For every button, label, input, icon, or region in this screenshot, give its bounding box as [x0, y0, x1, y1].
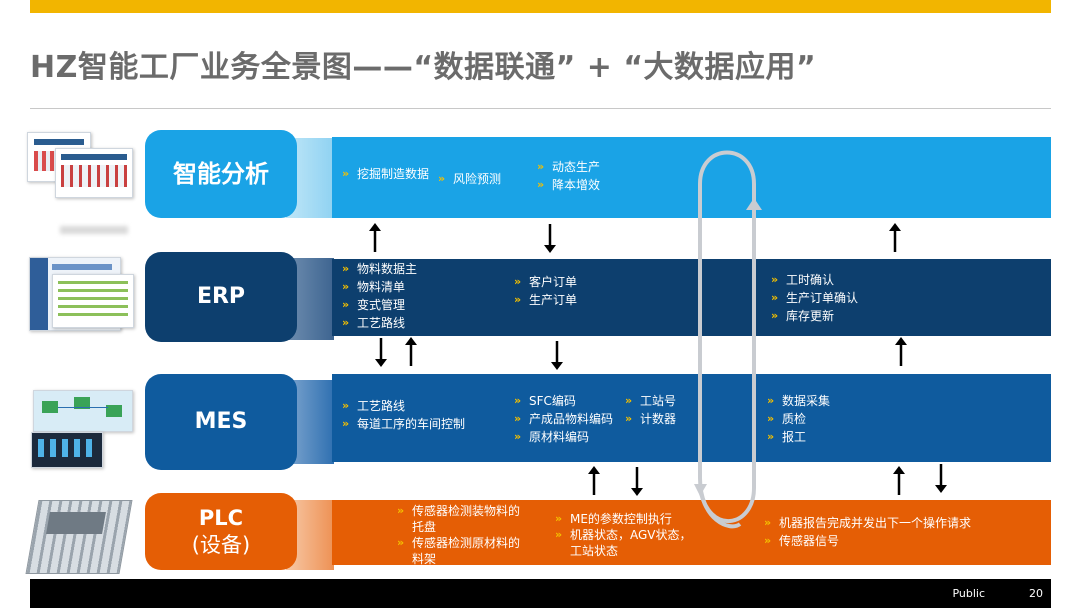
list-item: »工站号 [625, 394, 677, 408]
erp-group-2: »客户订单 »生产订单 [514, 273, 577, 309]
plc-label: PLC (设备) [145, 493, 297, 570]
arrow-up-icon [369, 223, 381, 252]
list-item: »库存更新 [771, 309, 835, 323]
list-item: »原材料编码 [514, 430, 590, 444]
list-item: »每道工序的车间控制 [342, 417, 466, 431]
mes-label: MES [145, 374, 297, 470]
list-item: »质检 [767, 412, 807, 426]
mes-group-1: »工艺路线 »每道工序的车间控制 [342, 397, 465, 433]
mes-group-4: »数据采集 »质检 »报工 [767, 392, 830, 446]
list-item: »报工 [767, 430, 807, 444]
classification-label: Public [952, 587, 985, 600]
erp-group-1: »物料数据主 »物料清单 »变式管理 »工艺路线 [342, 260, 417, 332]
list-item: »ME的参数控制执行 [555, 512, 672, 526]
arrow-up-icon [588, 466, 600, 495]
page-title: HZ智能工厂业务全景图——“数据联通” + “大数据应用” [30, 50, 817, 85]
list-item: »传感器信号 [764, 534, 840, 548]
list-item: »计数器 [625, 412, 677, 426]
list-item: »生产订单 [514, 293, 578, 307]
analysis-group-2: »风险预测 [438, 170, 501, 188]
analysis-band [332, 137, 1051, 218]
arrow-up-icon [893, 466, 905, 495]
mes-group-2: »SFC编码 »产成品物料编码 »原材料编码 [514, 392, 613, 446]
arrow-up-icon [889, 223, 901, 252]
page-number: 20 [1029, 587, 1043, 600]
list-item: »SFC编码 [514, 394, 576, 408]
footer-bar: Public 20 [30, 579, 1051, 608]
title-divider [30, 108, 1051, 109]
erp-label: ERP [145, 252, 297, 342]
arrow-up-icon [895, 337, 907, 366]
list-item: »降本增效 [537, 178, 601, 192]
plc-band [332, 500, 1051, 565]
list-item: »风险预测 [438, 172, 502, 186]
analysis-group-3: »动态生产 »降本增效 [537, 158, 600, 194]
top-accent-bar [30, 0, 1051, 13]
list-item: »生产订单确认 [771, 291, 859, 305]
analysis-group-1: »挖掘制造数据 [342, 165, 429, 183]
mes-band [332, 374, 1051, 462]
list-item: »工艺路线 [342, 316, 406, 330]
list-item: »数据采集 [767, 394, 831, 408]
mes-group-3: »工站号 »计数器 [625, 392, 676, 428]
arrow-down-icon [375, 338, 387, 367]
list-item: »挖掘制造数据 [342, 167, 430, 181]
list-item: »物料清单 [342, 280, 406, 294]
list-item: »传感器检测装物料的托盘 [397, 504, 521, 534]
analysis-label: 智能分析 [145, 130, 297, 218]
list-item: »动态生产 [537, 160, 601, 174]
plc-label-main: PLC [198, 506, 244, 531]
plc-label-sub: (设备) [191, 532, 251, 557]
plc-group-3: »机器报告完成并发出下一个操作请求 »传感器信号 [764, 514, 971, 550]
list-item: »工艺路线 [342, 399, 406, 413]
list-item: »客户订单 [514, 275, 578, 289]
list-item: »变式管理 [342, 298, 406, 312]
arrow-down-icon [935, 464, 947, 493]
list-item: »机器报告完成并发出下一个操作请求 [764, 516, 972, 530]
erp-group-3: »工时确认 »生产订单确认 »库存更新 [771, 271, 858, 325]
list-item: »产成品物料编码 [514, 412, 614, 426]
list-item: »工时确认 [771, 273, 835, 287]
list-item: »物料数据主 [342, 262, 418, 276]
arrow-down-icon [631, 467, 643, 496]
arrow-up-icon [405, 337, 417, 366]
plc-group-2: »ME的参数控制执行 »机器状态，AGV状态，工站状态 [555, 511, 695, 559]
list-item: »机器状态，AGV状态，工站状态 [555, 528, 692, 558]
erp-band [332, 259, 1051, 336]
arrow-down-icon [544, 224, 556, 253]
list-item: »传感器检测原材料的料架 [397, 536, 521, 566]
arrow-down-icon [551, 341, 563, 370]
plc-group-1: »传感器检测装物料的托盘 »传感器检测原材料的料架 [397, 503, 529, 567]
data-loop-arrow [694, 150, 762, 529]
